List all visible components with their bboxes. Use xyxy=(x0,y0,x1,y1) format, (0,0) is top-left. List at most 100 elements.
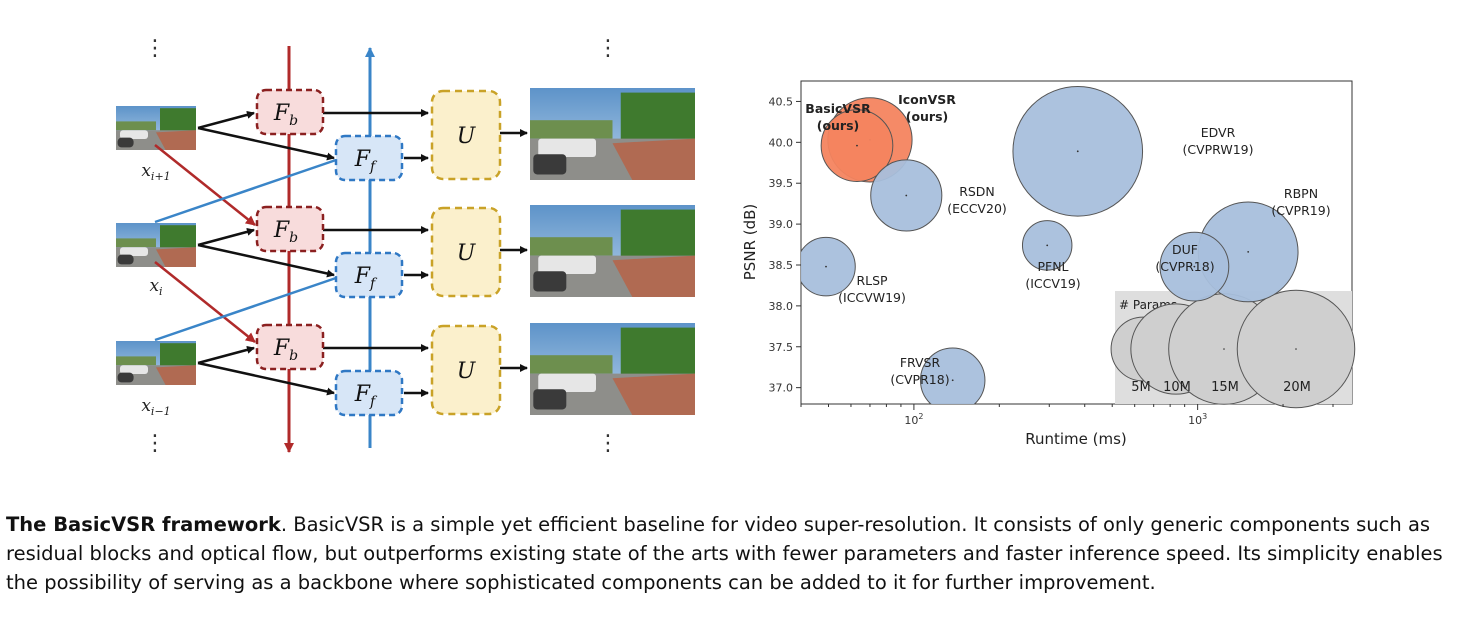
caption-title: The BasicVSR framework xyxy=(6,513,281,536)
figure-caption: The BasicVSR framework. BasicVSR is a si… xyxy=(6,510,1466,597)
point-label-name: PFNL xyxy=(1037,259,1068,274)
vertical-ellipsis: ⋮ xyxy=(597,36,619,61)
point-label-name: BasicVSR xyxy=(805,101,871,116)
forward-block-label: Ff xyxy=(354,382,378,410)
x-tick-label: 102 xyxy=(904,412,923,427)
output-frame xyxy=(530,323,695,415)
forward-diagonal xyxy=(154,276,337,342)
point-label-venue: (CVPR18) xyxy=(890,372,949,387)
point-label-venue: (ECCV20) xyxy=(947,201,1007,216)
frame-car xyxy=(538,255,596,274)
frame-sidewalk xyxy=(612,255,695,297)
frame-hills xyxy=(116,356,156,366)
diagram-ellipses: ⋮ ⋮ ⋮ ⋮ xyxy=(144,36,619,456)
legend-bubble-center xyxy=(1223,348,1225,350)
y-tick-label: 38.0 xyxy=(769,300,794,313)
frame-label: xi−1 xyxy=(141,396,170,418)
forward-block-label: Ff xyxy=(354,264,378,292)
upsample-block xyxy=(430,89,502,181)
bubble-center xyxy=(856,144,858,147)
frame-car xyxy=(538,373,596,392)
output-frames xyxy=(530,88,695,415)
frame-hills xyxy=(116,121,156,131)
bubble-frvsr xyxy=(919,347,986,404)
frame-hills xyxy=(530,120,613,139)
legend-bubble-center xyxy=(1295,348,1297,350)
upsample-block-label: U xyxy=(457,124,477,149)
input-frame xyxy=(116,223,196,267)
frame-car-dark xyxy=(533,271,567,292)
point-labels: BasicVSR(ours)IconVSR(ours)EDVR(CVPRW19)… xyxy=(805,92,1330,387)
input-frame xyxy=(116,341,196,385)
backward-diagonal xyxy=(154,144,256,226)
frame-trees xyxy=(160,225,196,250)
frame-label: xi+1 xyxy=(141,161,170,183)
vertical-ellipsis: ⋮ xyxy=(597,431,619,456)
point-label-name: DUF xyxy=(1172,242,1198,257)
legend-size-label: 10M xyxy=(1163,380,1191,395)
y-axis-label: PSNR (dB) xyxy=(741,204,759,281)
bubble-center xyxy=(951,379,954,382)
point-label-name: IconVSR xyxy=(898,92,956,107)
backward-block xyxy=(255,88,325,136)
frame-trees xyxy=(620,92,695,144)
point-label-venue: (ours) xyxy=(906,109,949,124)
frame-sidewalk xyxy=(156,247,196,267)
bubble-center xyxy=(1247,251,1250,253)
frame-to-backward-arrow xyxy=(197,110,255,130)
frame-sidewalk xyxy=(156,130,196,150)
frame-car-dark xyxy=(117,254,134,265)
backward-block xyxy=(255,323,325,371)
y-tick-label: 39.5 xyxy=(769,177,794,190)
point-label-venue: (ICCV19) xyxy=(1025,276,1080,291)
upsample-block-label: U xyxy=(457,241,477,266)
point-label-venue: (CVPR18) xyxy=(1155,259,1214,274)
y-axis: 37.037.538.038.539.039.540.040.5 xyxy=(769,95,801,395)
frame-sidewalk xyxy=(612,138,695,180)
frame-trees xyxy=(620,209,695,261)
frame-car xyxy=(120,247,148,256)
bubble-center xyxy=(905,194,908,197)
forward-diagonal xyxy=(154,158,337,224)
frame-car xyxy=(120,130,148,139)
frame-car-dark xyxy=(117,372,134,383)
frame-trees xyxy=(160,108,196,133)
frame-car xyxy=(120,365,148,374)
bubble-series xyxy=(801,86,1299,404)
point-label-venue: (ICCVW19) xyxy=(838,290,906,305)
point-label-name: RBPN xyxy=(1284,186,1318,201)
upsample-block xyxy=(430,206,502,298)
bubble-center xyxy=(825,265,827,268)
upsample-block xyxy=(430,324,502,416)
input-frame xyxy=(116,106,196,150)
legend-size-label: 20M xyxy=(1283,380,1311,395)
forward-block xyxy=(334,369,404,417)
frame-to-backward-arrow xyxy=(197,227,255,247)
y-tick-label: 40.0 xyxy=(769,136,794,149)
output-frame xyxy=(530,205,695,297)
frame-to-backward-arrow xyxy=(197,345,255,365)
y-tick-label: 40.5 xyxy=(769,95,794,108)
point-label-name: RLSP xyxy=(856,273,888,288)
frame-to-forward-arrow xyxy=(197,361,335,396)
point-label-name: FRVSR xyxy=(900,355,941,370)
vertical-ellipsis: ⋮ xyxy=(144,36,166,61)
backward-block xyxy=(255,205,325,253)
vertical-ellipsis: ⋮ xyxy=(144,431,166,456)
point-label-name: EDVR xyxy=(1201,125,1236,140)
forward-block xyxy=(334,251,404,299)
frame-sidewalk xyxy=(612,373,695,415)
backward-diagonal xyxy=(154,261,256,343)
legend-size-label: 5M xyxy=(1131,380,1151,395)
frame-to-forward-arrow xyxy=(197,126,335,161)
frame-to-forward-arrow xyxy=(197,243,335,278)
output-frame xyxy=(530,88,695,180)
frame-hills xyxy=(530,355,613,374)
